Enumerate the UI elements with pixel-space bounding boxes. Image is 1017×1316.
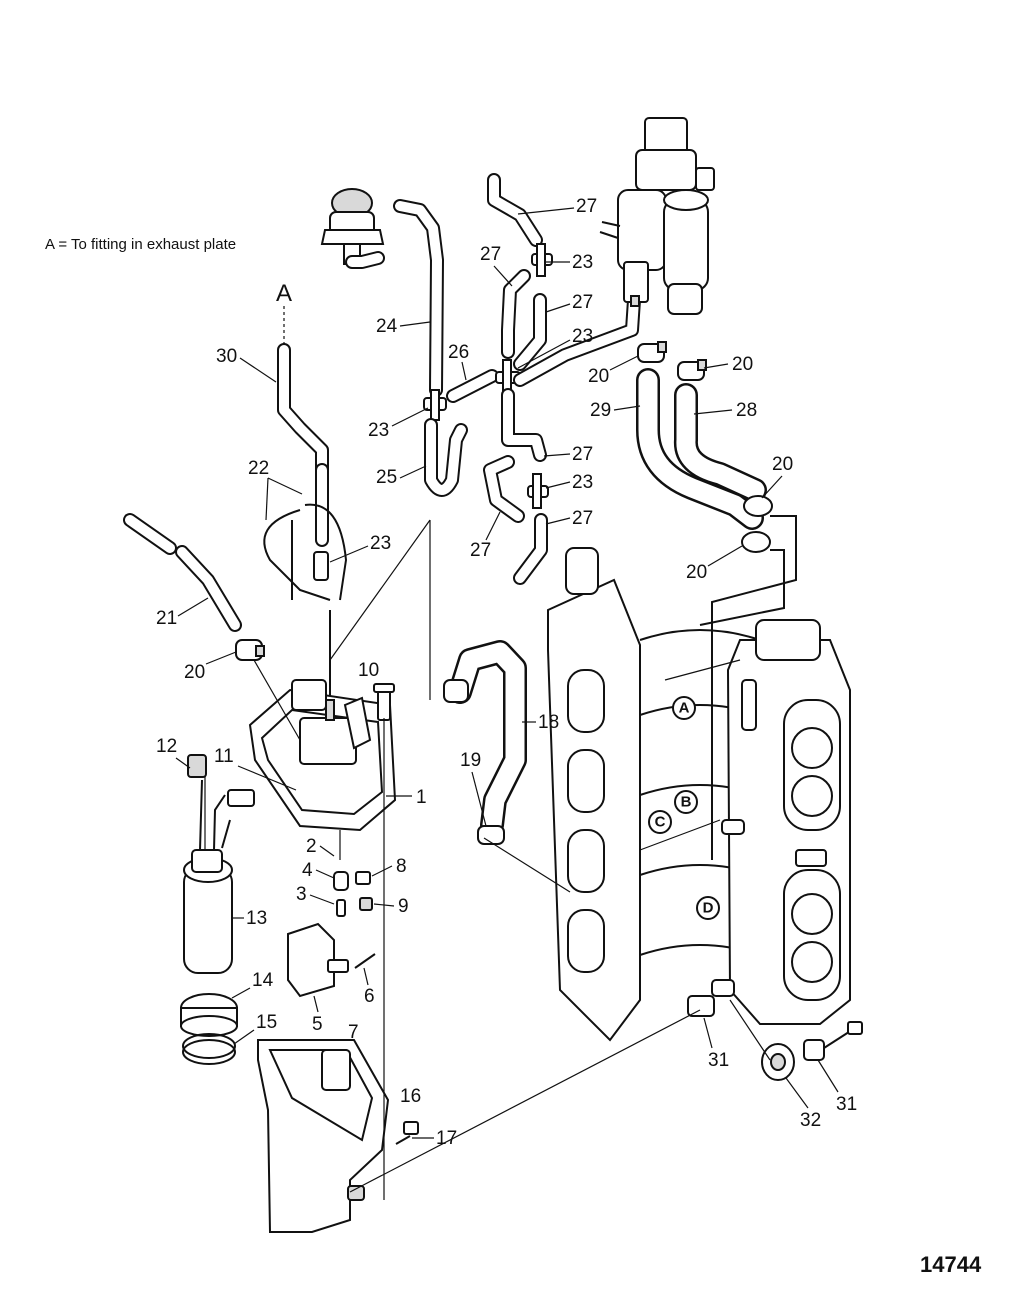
callout-31-right: 31: [836, 1094, 857, 1115]
callout-14: 14: [252, 970, 274, 991]
callout-20-top-left: 20: [588, 366, 609, 387]
screw-16: [395, 1121, 419, 1145]
hose-21: [123, 513, 242, 632]
callout-27-mid-right: 27: [572, 444, 593, 465]
hose-25-u: [424, 418, 468, 497]
cover-1: [248, 679, 397, 832]
clip-15: [182, 1033, 236, 1065]
clamp-20-right-mid: [699, 495, 797, 860]
callout-27-lower-left: 27: [470, 540, 491, 561]
fitting-letter-b: B: [674, 790, 698, 814]
svg-text:B: B: [681, 794, 692, 811]
callout-27-upper-left: 27: [480, 244, 501, 265]
callout-28: 28: [736, 400, 757, 421]
svg-text:A: A: [679, 700, 690, 717]
clamp-20-left-top: [637, 341, 667, 363]
callout-27-lower-right: 27: [572, 508, 593, 529]
spring-12: [187, 754, 207, 778]
callout-27-top: 27: [576, 196, 597, 217]
callout-1: 1: [416, 787, 427, 808]
callout-23-lower-right: 23: [572, 472, 593, 493]
fitting-letter-c: C: [648, 810, 672, 834]
svg-text:C: C: [655, 814, 666, 831]
figure-number: 14744: [920, 1252, 982, 1277]
hoses-27-upper: [487, 173, 641, 387]
callout-13: 13: [246, 908, 267, 929]
callout-5: 5: [312, 1014, 323, 1035]
clamp-20-right-top: [677, 359, 707, 381]
callout-24: 24: [376, 316, 398, 337]
screw-10: [373, 683, 395, 721]
callout-12: 12: [156, 736, 177, 757]
hoses-22: [263, 463, 348, 700]
fuel-hose-24: [393, 199, 444, 397]
hose-29: [636, 368, 764, 530]
exhaust-plate-note: A = To fitting in exhaust plate: [45, 236, 236, 253]
callout-10: 10: [358, 660, 379, 681]
callout-20-left: 20: [184, 662, 205, 683]
callout-20-top-right: 20: [732, 354, 753, 375]
throttle-body-assembly: [721, 619, 851, 1025]
callout-20-right-lower: 20: [686, 562, 707, 583]
vent-hose-30: [277, 343, 329, 477]
callout-19: 19: [460, 750, 481, 771]
callout-23-center: 23: [572, 326, 593, 347]
callout-29: 29: [590, 400, 611, 421]
callout-16: 16: [400, 1086, 421, 1107]
intake-manifold: [547, 547, 761, 1042]
callout-11: 11: [214, 746, 234, 767]
callout-30: 30: [216, 346, 237, 367]
fuel-pump-13: [183, 779, 255, 974]
hoses-27-lower: [483, 388, 549, 585]
callout-3: 3: [296, 884, 307, 905]
float-5: [287, 922, 349, 998]
tee-fitting-23-lower-left: [423, 389, 447, 421]
small-parts-2-4-8-9-6: [333, 830, 376, 969]
fitting-letter-a: A: [672, 696, 696, 720]
fuel-bowl-7: [257, 1039, 390, 1233]
hose-26: [446, 369, 499, 403]
callout-21: 21: [156, 608, 177, 629]
callout-2: 2: [306, 836, 317, 857]
svg-text:D: D: [703, 900, 714, 917]
callout-7: 7: [348, 1022, 359, 1043]
callout-6: 6: [364, 986, 375, 1007]
hose-18: [448, 640, 527, 837]
fitting-31-right: [803, 1021, 863, 1061]
pressure-regulator: [320, 188, 385, 269]
callout-8: 8: [396, 856, 407, 877]
reference-letter-a-top: A: [276, 280, 292, 307]
fitting-31-left: [687, 979, 735, 1017]
callout-4: 4: [302, 860, 313, 881]
callout-27-upper-right: 27: [572, 292, 593, 313]
callout-31-left: 31: [708, 1050, 729, 1071]
callout-23-lower-left: 23: [368, 420, 389, 441]
callout-32: 32: [800, 1110, 821, 1131]
fuel-pump-assembly: [599, 117, 715, 315]
callout-20-right-mid: 20: [772, 454, 793, 475]
callout-18: 18: [538, 712, 559, 733]
callout-15: 15: [256, 1012, 277, 1033]
callout-9: 9: [398, 896, 409, 917]
callout-23-left: 23: [370, 533, 391, 554]
filter-14: [180, 993, 238, 1037]
callout-25: 25: [376, 467, 397, 488]
callout-22: 22: [248, 458, 269, 479]
plug-32: [761, 1043, 795, 1081]
clamp-19: [443, 679, 505, 845]
hose-28: [673, 383, 767, 502]
callout-17: 17: [436, 1128, 457, 1149]
leader-lines: [204, 519, 771, 1200]
callout-23-upper-right: 23: [572, 252, 593, 273]
callout-26: 26: [448, 342, 469, 363]
clamp-20-left: [235, 639, 265, 661]
fitting-letter-d: D: [696, 896, 720, 920]
